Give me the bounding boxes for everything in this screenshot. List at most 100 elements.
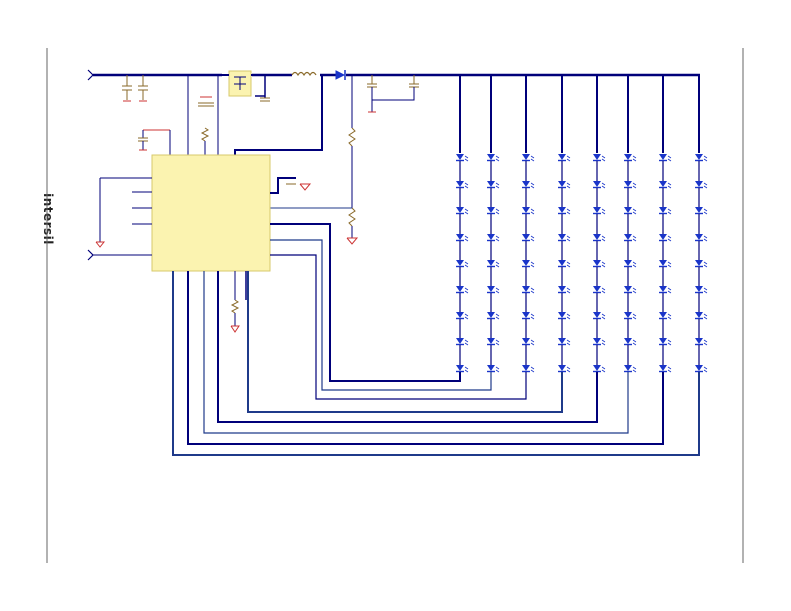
return-wire-6 <box>203 271 629 434</box>
led-string-6 <box>624 75 637 373</box>
led <box>593 338 606 346</box>
led-string-3 <box>522 75 535 373</box>
led <box>558 181 571 189</box>
led <box>558 338 571 346</box>
led <box>593 154 606 162</box>
led <box>558 312 571 320</box>
return-wire-8 <box>172 271 700 456</box>
led <box>695 154 708 162</box>
mosfet-switch <box>222 70 252 97</box>
led <box>522 286 535 294</box>
return-wires <box>172 223 700 456</box>
led <box>558 154 571 162</box>
led <box>624 338 637 346</box>
led-string-5 <box>593 75 606 373</box>
return-wire-4 <box>247 271 563 413</box>
led <box>624 181 637 189</box>
led <box>624 365 637 373</box>
led <box>593 312 606 320</box>
led <box>695 234 708 242</box>
return-wire-2 <box>270 239 492 391</box>
led <box>695 207 708 215</box>
led <box>593 181 606 189</box>
led <box>456 286 469 294</box>
led <box>487 154 500 162</box>
led-driver-ic <box>151 154 271 272</box>
led <box>659 338 672 346</box>
led <box>558 234 571 242</box>
led <box>659 365 672 373</box>
return-wire-7 <box>187 271 664 445</box>
led <box>593 207 606 215</box>
switch-node-wiring <box>187 75 323 155</box>
led <box>487 338 500 346</box>
led-strings <box>456 75 708 373</box>
led <box>522 181 535 189</box>
led <box>593 234 606 242</box>
led <box>456 181 469 189</box>
led <box>593 260 606 268</box>
led <box>558 286 571 294</box>
inductor <box>291 71 317 77</box>
led <box>487 181 500 189</box>
led <box>558 365 571 373</box>
led-string-4 <box>558 75 571 373</box>
led <box>558 207 571 215</box>
led <box>624 260 637 268</box>
led <box>593 365 606 373</box>
return-wire-5 <box>217 271 598 423</box>
ic-right-ground <box>270 177 312 194</box>
ic-left-pins <box>87 177 152 261</box>
output-capacitors <box>367 75 419 113</box>
led <box>659 312 672 320</box>
led <box>695 181 708 189</box>
input-capacitors <box>122 75 148 102</box>
led <box>522 338 535 346</box>
led <box>695 338 708 346</box>
led-string-7 <box>659 75 672 373</box>
led <box>487 286 500 294</box>
led <box>659 154 672 162</box>
led <box>456 365 469 373</box>
feedback-divider <box>270 75 359 245</box>
led <box>456 260 469 268</box>
led <box>659 260 672 268</box>
led <box>456 338 469 346</box>
led <box>522 234 535 242</box>
led <box>624 312 637 320</box>
led <box>624 154 637 162</box>
input-arrow-icon <box>87 69 94 81</box>
ic-bottom-resistor <box>230 271 247 333</box>
led <box>624 207 637 215</box>
led <box>522 365 535 373</box>
led <box>487 234 500 242</box>
led <box>624 234 637 242</box>
led <box>522 312 535 320</box>
return-wire-1 <box>270 223 461 382</box>
led <box>456 312 469 320</box>
led <box>456 207 469 215</box>
led <box>624 286 637 294</box>
led <box>487 312 500 320</box>
led <box>659 234 672 242</box>
input-rail <box>87 69 700 81</box>
led <box>522 154 535 162</box>
led <box>659 181 672 189</box>
led <box>659 286 672 294</box>
led <box>593 286 606 294</box>
ic-support-components <box>138 96 214 155</box>
led <box>695 260 708 268</box>
led <box>487 207 500 215</box>
led-string-8 <box>695 75 708 373</box>
led <box>695 286 708 294</box>
led <box>659 207 672 215</box>
led-string-1 <box>456 75 469 373</box>
schottky-diode <box>335 70 346 80</box>
led <box>522 260 535 268</box>
led <box>456 154 469 162</box>
led <box>695 365 708 373</box>
led <box>456 234 469 242</box>
led <box>695 312 708 320</box>
